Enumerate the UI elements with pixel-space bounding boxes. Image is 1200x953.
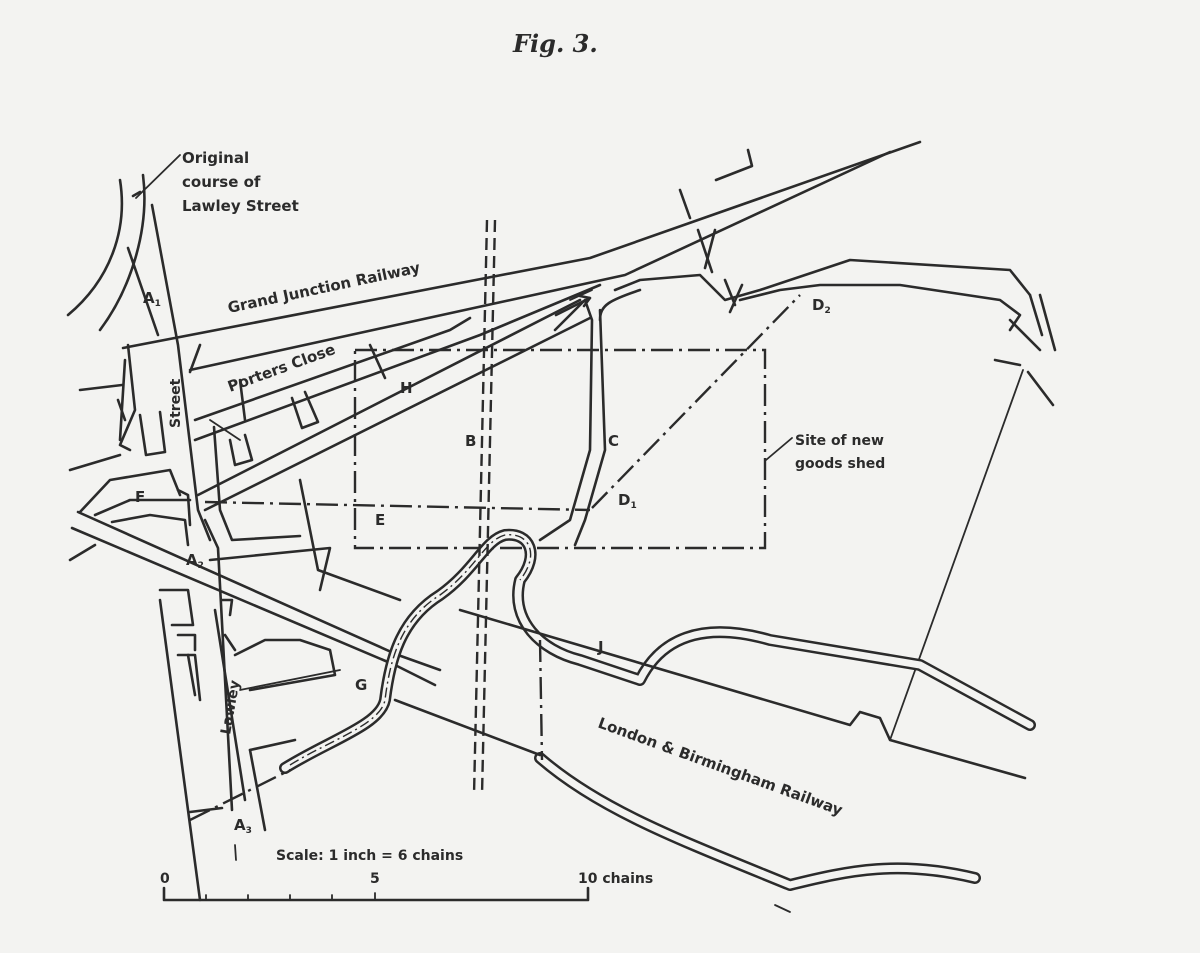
marker-a3: A3 [234,816,252,836]
label-street: Street [168,378,184,428]
marker-b: B [465,432,476,450]
original-lawley-street-course [66,154,181,332]
buildings-west [68,358,167,472]
marker-j: J [597,638,604,656]
scale-tick-5: 5 [370,871,380,887]
buildings-southwest [158,588,341,832]
canal-g-j [279,528,1036,891]
new-goods-shed-site [204,294,801,550]
canal-c [538,228,1057,741]
label-site-new-goods-shed-line1: Site of new [795,433,884,449]
f-area-roads [78,468,192,547]
marker-h: H [400,379,413,397]
porters-close-road [193,283,602,602]
line-b [472,219,497,796]
scale-caption: Scale: 1 inch = 6 chains [276,848,463,864]
markers: A1 A2 A3 B C D1 D2 E F G H J [135,289,831,836]
marker-a2: A2 [186,551,204,571]
marker-d1: D1 [618,491,637,511]
label-london-birmingham-railway: London & Birmingham Railway [596,714,846,820]
label-original-course-line2: course of [182,173,261,191]
marker-d2: D2 [812,296,831,316]
label-lawley: Lawley [218,679,243,736]
grand-junction-railway [121,140,922,374]
label-original-course-line1: Original [182,149,249,167]
a3-stub [188,806,224,814]
a3-tick [234,844,237,861]
figure-title: Fig. 3. [512,29,598,58]
marker-a1: A1 [143,289,161,309]
marker-c: C [608,432,619,450]
scale-tick-10: 10 chains [578,871,653,887]
marker-f: F [135,488,145,506]
marker-e: E [375,511,385,529]
label-site-new-goods-shed-line2: goods shed [795,456,885,472]
scale-tick-0: 0 [160,871,170,887]
lawley-street [118,203,247,902]
direction-arrow [554,294,592,317]
label-original-course-line3: Lawley Street [182,197,299,215]
line-a3 [189,768,291,822]
label-porters-close: Porters Close [225,340,337,396]
marker-g: G [355,676,367,694]
scale-bar: Scale: 1 inch = 6 chains 0 5 10 chains [160,848,653,902]
london-birmingham-railway [393,608,1027,913]
